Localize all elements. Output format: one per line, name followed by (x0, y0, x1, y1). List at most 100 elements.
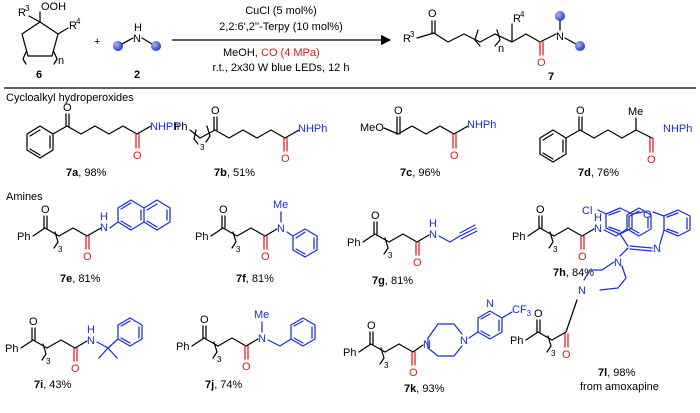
product-dot-top (555, 11, 565, 21)
ph-label: Ph (512, 231, 525, 243)
ph-label: Ph (195, 231, 208, 243)
amine-n: N (277, 223, 285, 235)
ph-label: Ph (5, 343, 18, 355)
label-7l: 7l, 98% (598, 367, 636, 379)
nhph-label: NHPh (467, 119, 496, 131)
cf3-label: CF3 (512, 304, 532, 318)
section-amines: Amines (6, 191, 43, 203)
amine-n: N (258, 333, 266, 345)
ch2-count: 3 (58, 245, 63, 254)
amine-dot-right (151, 41, 161, 51)
compound-7e: Ph O 3 O N H 7e, 81% (17, 199, 171, 285)
ketone-o: O (41, 204, 50, 216)
product-o-atom: O (428, 8, 437, 20)
ch2-count: 3 (236, 245, 241, 254)
piperazine-n1: N (423, 339, 431, 351)
ch2-count: 3 (553, 245, 558, 254)
condition-ligand: 2,2:6',2''-Terpy (10 mol%) (219, 21, 343, 33)
compound-7b: Ph 3 O O NHPh 7b, 51% (174, 105, 327, 179)
r3-superscript: 3 (25, 4, 30, 13)
ooh-label: OOH (41, 1, 66, 13)
ketone-o: O (367, 320, 376, 332)
amide-o: O (242, 361, 251, 373)
amine-h: H (594, 212, 602, 224)
amide-o: O (578, 251, 587, 263)
ketone-o: O (576, 105, 585, 117)
product-r3: R (403, 33, 411, 45)
ch2-count: 3 (200, 143, 205, 152)
product-dot-right (575, 41, 585, 51)
amide-o: O (261, 251, 270, 263)
oxazepine-o: O (643, 209, 652, 221)
product-carbonyl-o: O (537, 57, 546, 69)
ph-label: Ph (17, 231, 30, 243)
compound-7g: Ph O 3 O N H 7g, 81% (347, 210, 478, 287)
product-n-atom: N (556, 31, 564, 43)
piperazine-n2: N (460, 335, 468, 347)
label-7k: 7k, 93% (404, 383, 445, 395)
label-7d: 7d, 76% (578, 167, 619, 179)
amide-o: O (409, 367, 418, 379)
ch2-count: 3 (217, 355, 222, 364)
label-7a: 7a, 98% (66, 167, 107, 179)
n-methyl: Me (273, 199, 288, 211)
piperazine-n1: N (614, 257, 622, 269)
label-7j: 7j, 74% (205, 379, 243, 391)
amide-o: O (281, 153, 290, 165)
pyridine-n: N (486, 298, 494, 310)
amide-o: O (413, 257, 422, 269)
condition-solvent: MeOH, (223, 47, 258, 59)
label-7i: 7i, 43% (34, 379, 72, 391)
reactant-2: N H 2 (113, 22, 161, 81)
r4-superscript: 4 (76, 17, 81, 26)
ester-o: O (394, 105, 403, 117)
nhph-label: NHPh (663, 123, 692, 135)
amide-o: O (647, 154, 656, 166)
reaction-arrow: CuCl (5 mol%) 2,2:6',2''-Terpy (10 mol%)… (172, 5, 392, 74)
nhph-label: NHPh (298, 123, 327, 135)
ph-label: Ph (343, 347, 356, 359)
ph-label: Ph (176, 341, 189, 353)
compound-7h: Ph O 3 O N H 7h, 84% (512, 204, 652, 279)
label-7e: 7e, 81% (60, 273, 101, 285)
piperazine-n2: N (578, 285, 586, 297)
r3-label: R (18, 7, 26, 19)
ph-label: Ph (347, 237, 360, 249)
n-index: n (58, 55, 64, 67)
amide-o: O (133, 150, 142, 162)
amine-h: H (429, 218, 437, 230)
ketone-o: O (200, 314, 209, 326)
amine-n: N (594, 223, 602, 235)
product-7: O R 3 n R 4 O N 7 (403, 8, 585, 83)
amoxapine-note: from amoxapine (580, 381, 659, 393)
amine-n: N (429, 229, 437, 241)
amine-dot-left (113, 41, 123, 51)
imine-n: N (653, 243, 661, 255)
label-7g: 7g, 81% (372, 275, 413, 287)
ph-label: Ph (174, 121, 187, 133)
plus-sign: + (94, 36, 100, 48)
h-atom: H (134, 22, 142, 34)
compound-7j: Ph O 3 O N Me 7j, 74% (176, 309, 316, 391)
compound-6-label: 6 (36, 69, 42, 81)
compound-7a: O O NHPh 7a, 98% (26, 102, 179, 179)
compound-7c: MeO O O NHPh 7c, 96% (360, 105, 496, 179)
ketone-o: O (63, 102, 72, 114)
ch2-count: 3 (551, 349, 556, 358)
label-7b: 7b, 51% (214, 167, 255, 179)
product-r4: R (513, 13, 521, 25)
label-7c: 7c, 96% (400, 167, 441, 179)
section-cycloalkyl-hydroperoxides: Cycloalkyl hydroperoxides (6, 92, 134, 104)
ch2-count: 3 (46, 357, 51, 366)
amide-o: O (450, 150, 459, 162)
n-atom: N (133, 33, 141, 45)
label-7h: 7h, 84% (553, 267, 594, 279)
ch2-count: 3 (384, 361, 389, 370)
compound-7k: Ph O 3 O N N N CF3 7k, 93% (343, 298, 532, 395)
condition-catalyst: CuCl (5 mol%) (245, 5, 317, 17)
amide-o: O (562, 349, 571, 361)
label-7f: 7f, 81% (236, 273, 274, 285)
condition-light: r.t., 2x30 W blue LEDs, 12 h (213, 62, 350, 74)
amide-o: O (83, 251, 92, 263)
